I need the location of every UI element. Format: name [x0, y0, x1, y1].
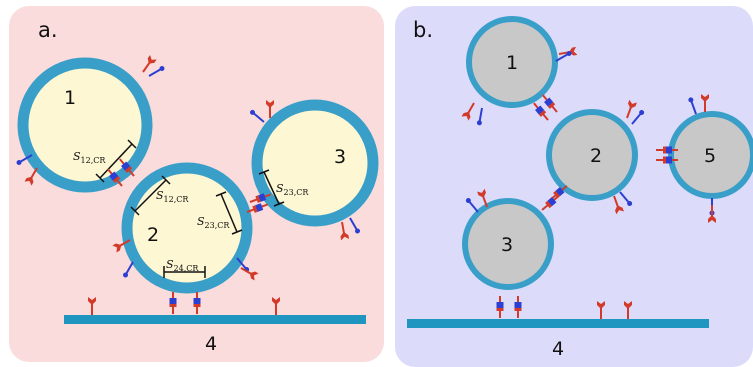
panel-b-vesicle-2-label: 2	[590, 145, 602, 167]
contact-bar-24	[163, 266, 206, 278]
panel-b-vesicle-3: 3	[462, 198, 554, 290]
contact-label-s12-a: S12,CR	[73, 150, 106, 165]
panel-b-substrate-label: 4	[552, 338, 564, 360]
contact-bar-23-v3	[258, 169, 285, 207]
vesicle-2-label: 2	[147, 224, 159, 246]
panel-b-label: b.	[413, 18, 433, 42]
panel-a-substrate	[64, 315, 366, 324]
contact-label-s23-b: S23,CR	[276, 182, 309, 197]
panel-a-substrate-label: 4	[205, 333, 217, 355]
contact-bar-12-v1	[95, 139, 137, 183]
contact-label-s23-a: S23,CR	[197, 215, 230, 230]
panel-a-label: a.	[38, 18, 58, 42]
panel-b-vesicle-1-label: 1	[506, 52, 518, 74]
panel-b-vesicle-5: 5	[668, 111, 753, 199]
contact-label-s24: S24,CR	[166, 258, 199, 273]
panel-b-vesicle-3-label: 3	[501, 234, 513, 256]
vesicle-1-label: 1	[64, 87, 76, 109]
panel-a-vesicle-1: 1	[17, 57, 153, 193]
contact-label-s12-b: S12,CR	[156, 189, 189, 204]
panel-b-substrate	[407, 319, 709, 328]
contact-bar-23-v2	[215, 191, 243, 235]
panel-a-vesicle-2: 2	[121, 162, 253, 294]
vesicle-3-label: 3	[334, 146, 346, 168]
panel-b-vesicle-1: 1	[466, 16, 558, 108]
panel-a-vesicle-3: 3	[251, 99, 379, 227]
panel-b-vesicle-5-label: 5	[704, 145, 716, 167]
panel-b-vesicle-2: 2	[546, 109, 638, 201]
contact-bar-12-v2	[130, 175, 171, 216]
